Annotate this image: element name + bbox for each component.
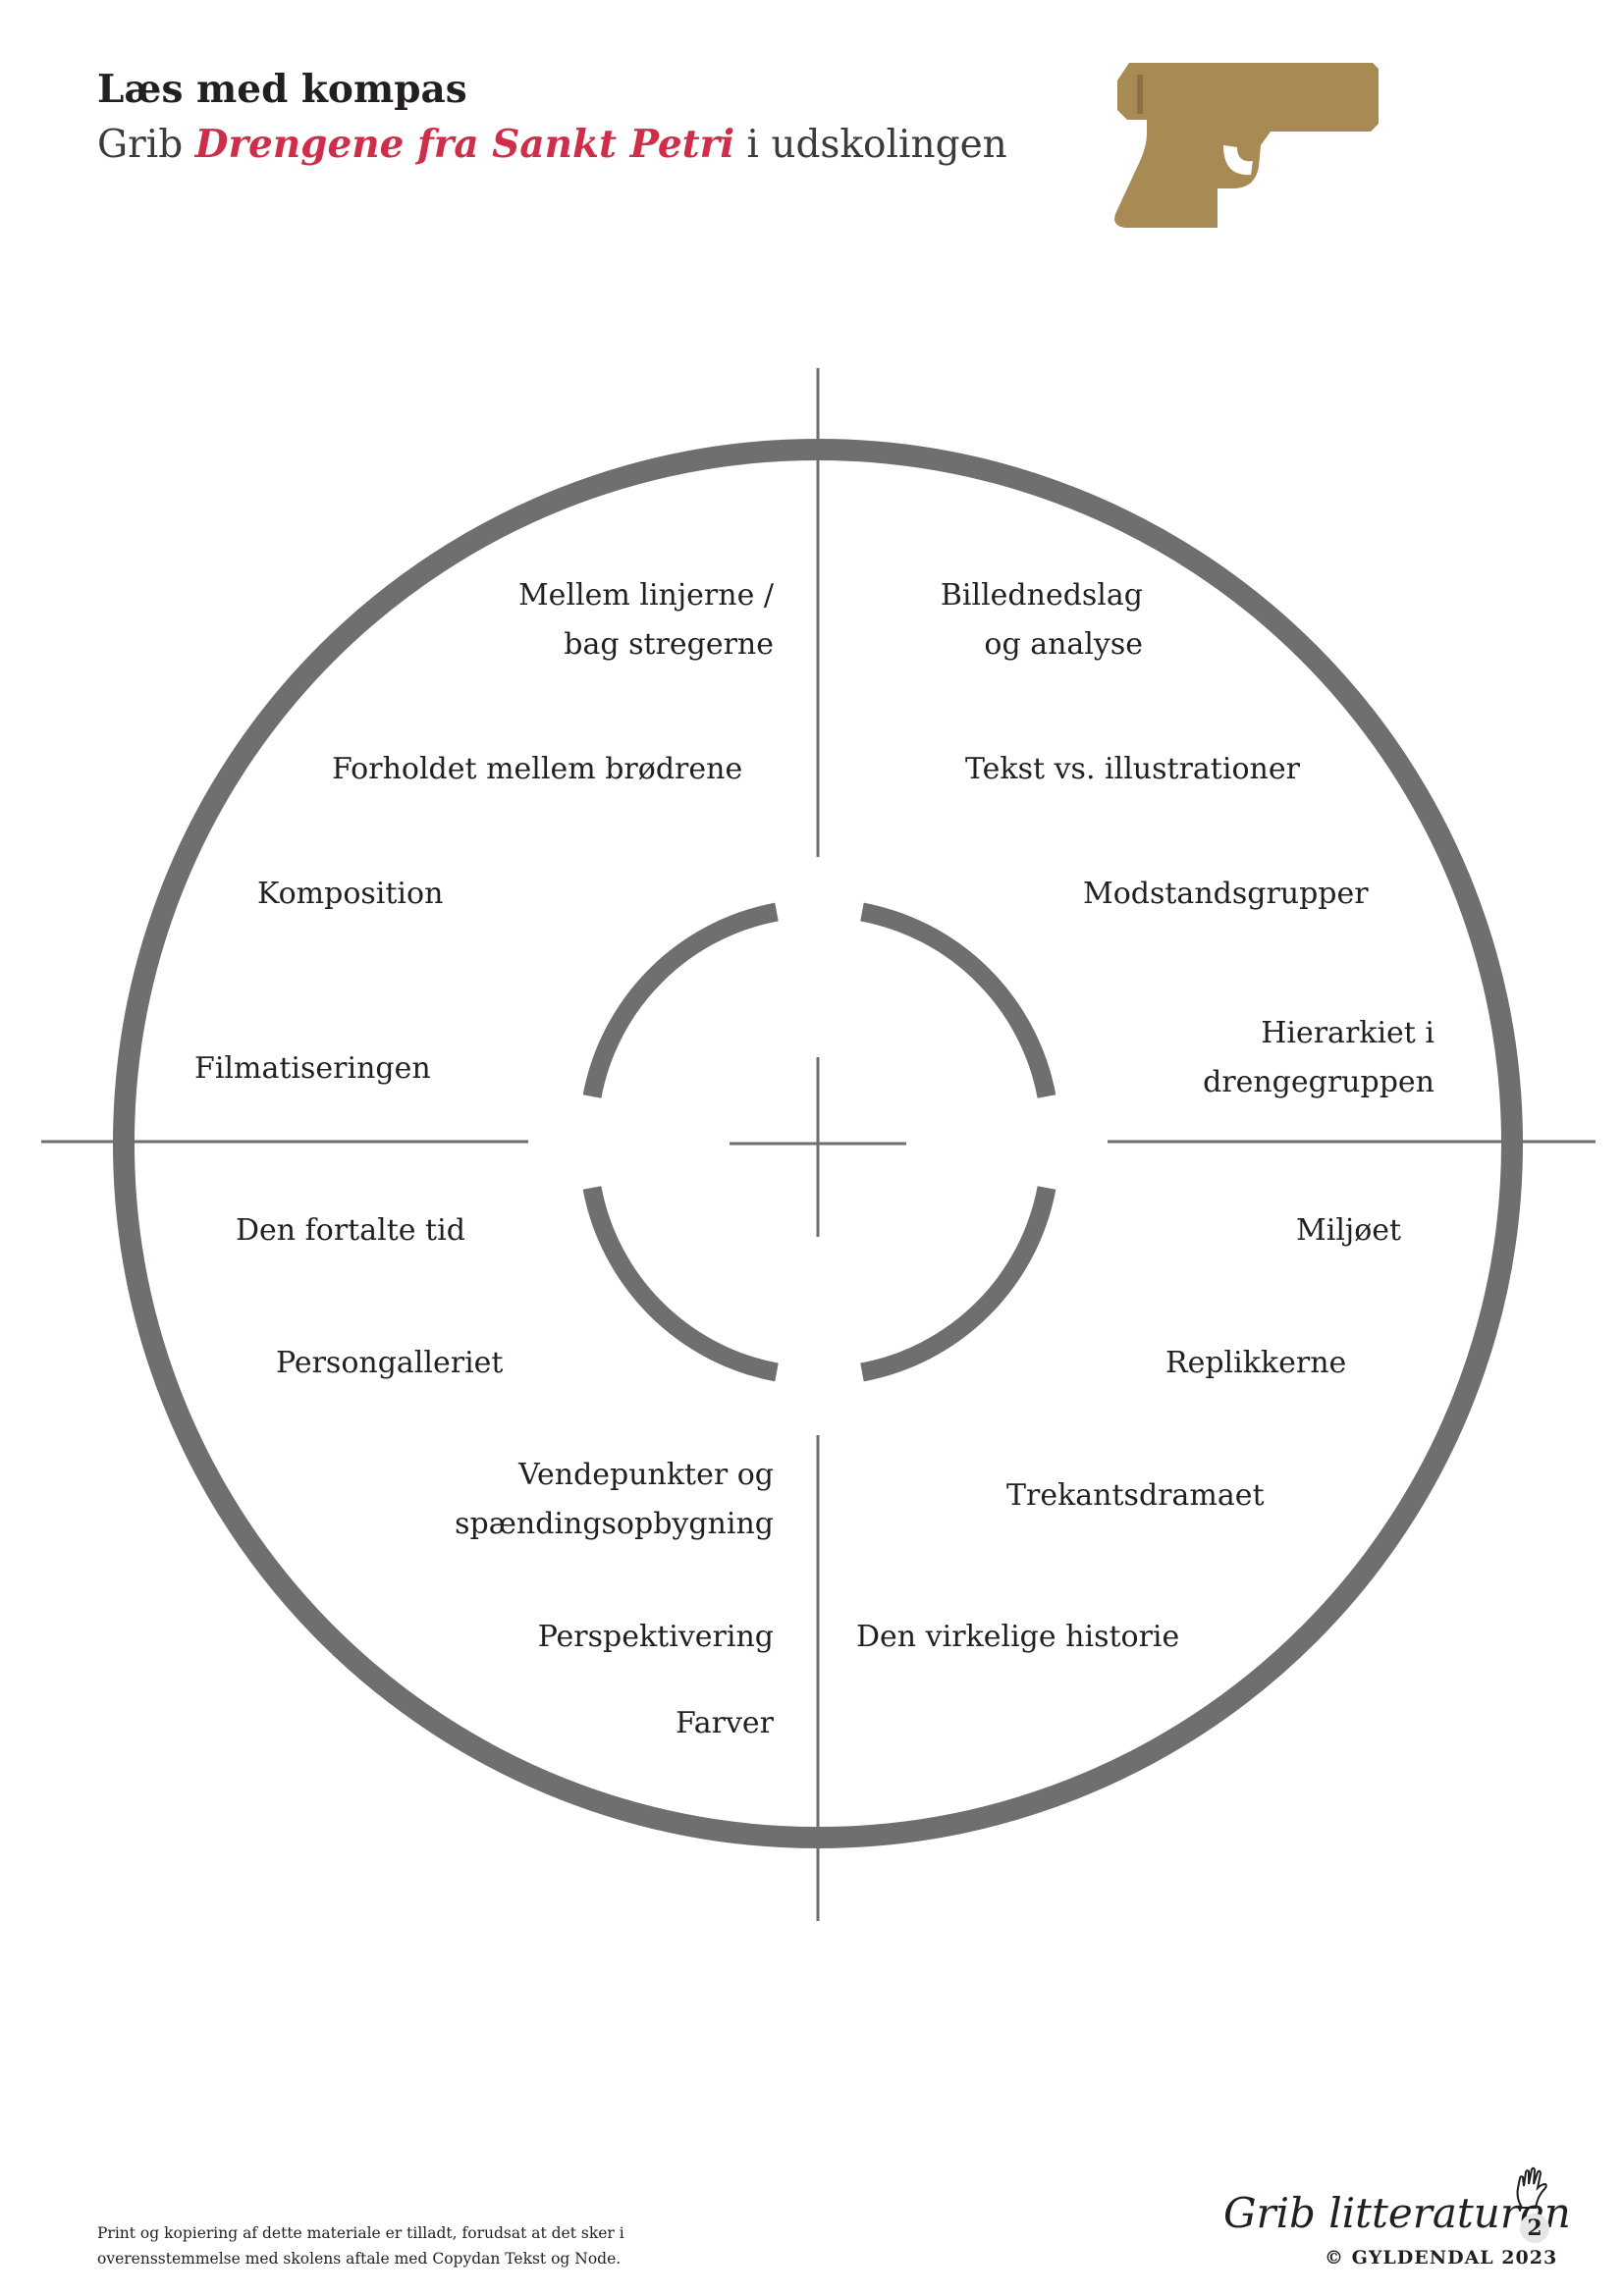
topic-line: og analyse xyxy=(984,627,1143,662)
topic-perspektivering: Perspektivering xyxy=(537,1620,774,1654)
page-subtitle: Grib Drengene fra Sankt Petri i udskolin… xyxy=(97,122,1007,167)
subtitle-suffix: i udskolingen xyxy=(734,123,1007,167)
inner-ring xyxy=(582,902,1056,1382)
topic-farver: Farver xyxy=(675,1706,774,1740)
inner-arc-top-left xyxy=(582,902,779,1098)
page-title: Læs med kompas xyxy=(97,67,467,112)
topic-vendepunkter: Vendepunkter og spændingsopbygning xyxy=(455,1451,774,1549)
inner-arc-bottom-right xyxy=(860,1186,1056,1382)
topic-den-fortalte-tid: Den fortalte tid xyxy=(236,1213,465,1248)
topic-mellem-linjerne: Mellem linjerne / bag stregerne xyxy=(518,571,774,669)
pistol-icon xyxy=(1114,63,1379,228)
subtitle-prefix: Grib xyxy=(97,123,195,167)
topic-trekantsdramaet: Trekantsdramaet xyxy=(1006,1478,1265,1513)
topic-line: bag stregerne xyxy=(564,627,774,662)
topic-forholdet: Forholdet mellem brødrene xyxy=(332,752,743,786)
book-title: Drengene fra Sankt Petri xyxy=(194,122,735,167)
brand-name: Grib litteraturen xyxy=(1223,2189,1571,2237)
hand-icon xyxy=(1516,2166,1547,2209)
topic-modstandsgrupper: Modstandsgrupper xyxy=(1083,877,1369,911)
topic-komposition: Komposition xyxy=(257,877,444,911)
topic-den-virkelige-historie: Den virkelige historie xyxy=(856,1620,1180,1654)
topic-miljoet: Miljøet xyxy=(1296,1213,1402,1248)
topic-line: Billednedslag xyxy=(940,578,1143,613)
topic-replikkerne: Replikkerne xyxy=(1165,1346,1347,1380)
note-line: Print og kopiering af dette materiale er… xyxy=(97,2224,624,2242)
inner-arc-top-right xyxy=(860,902,1056,1098)
topic-tekst-vs: Tekst vs. illustrationer xyxy=(965,752,1300,786)
copyright-note: Print og kopiering af dette materiale er… xyxy=(97,2220,624,2271)
topic-billednedslag: Billednedslag og analyse xyxy=(941,571,1143,669)
topic-line: spændingsopbygning xyxy=(455,1507,774,1541)
topic-line: Hierarkiet i xyxy=(1261,1016,1435,1050)
inner-arc-bottom-left xyxy=(582,1186,779,1382)
note-line: overensstemmelse med skolens aftale med … xyxy=(97,2250,622,2268)
brand-logo: Grib litteraturen 2 © GYLDENDAL 2023 xyxy=(1223,2164,1571,2272)
topic-persongalleriet: Persongalleriet xyxy=(276,1346,504,1380)
topic-line: drengegruppen xyxy=(1203,1065,1435,1099)
brand-number: 2 xyxy=(1520,2214,1549,2243)
topic-line: Vendepunkter og xyxy=(518,1458,774,1492)
topic-hierarkiet: Hierarkiet i drengegruppen xyxy=(1203,1009,1435,1107)
topic-filmatiseringen: Filmatiseringen xyxy=(194,1051,431,1086)
brand-copyright: © GYLDENDAL 2023 xyxy=(1325,2247,1558,2269)
topic-line: Mellem linjerne / xyxy=(517,578,774,613)
